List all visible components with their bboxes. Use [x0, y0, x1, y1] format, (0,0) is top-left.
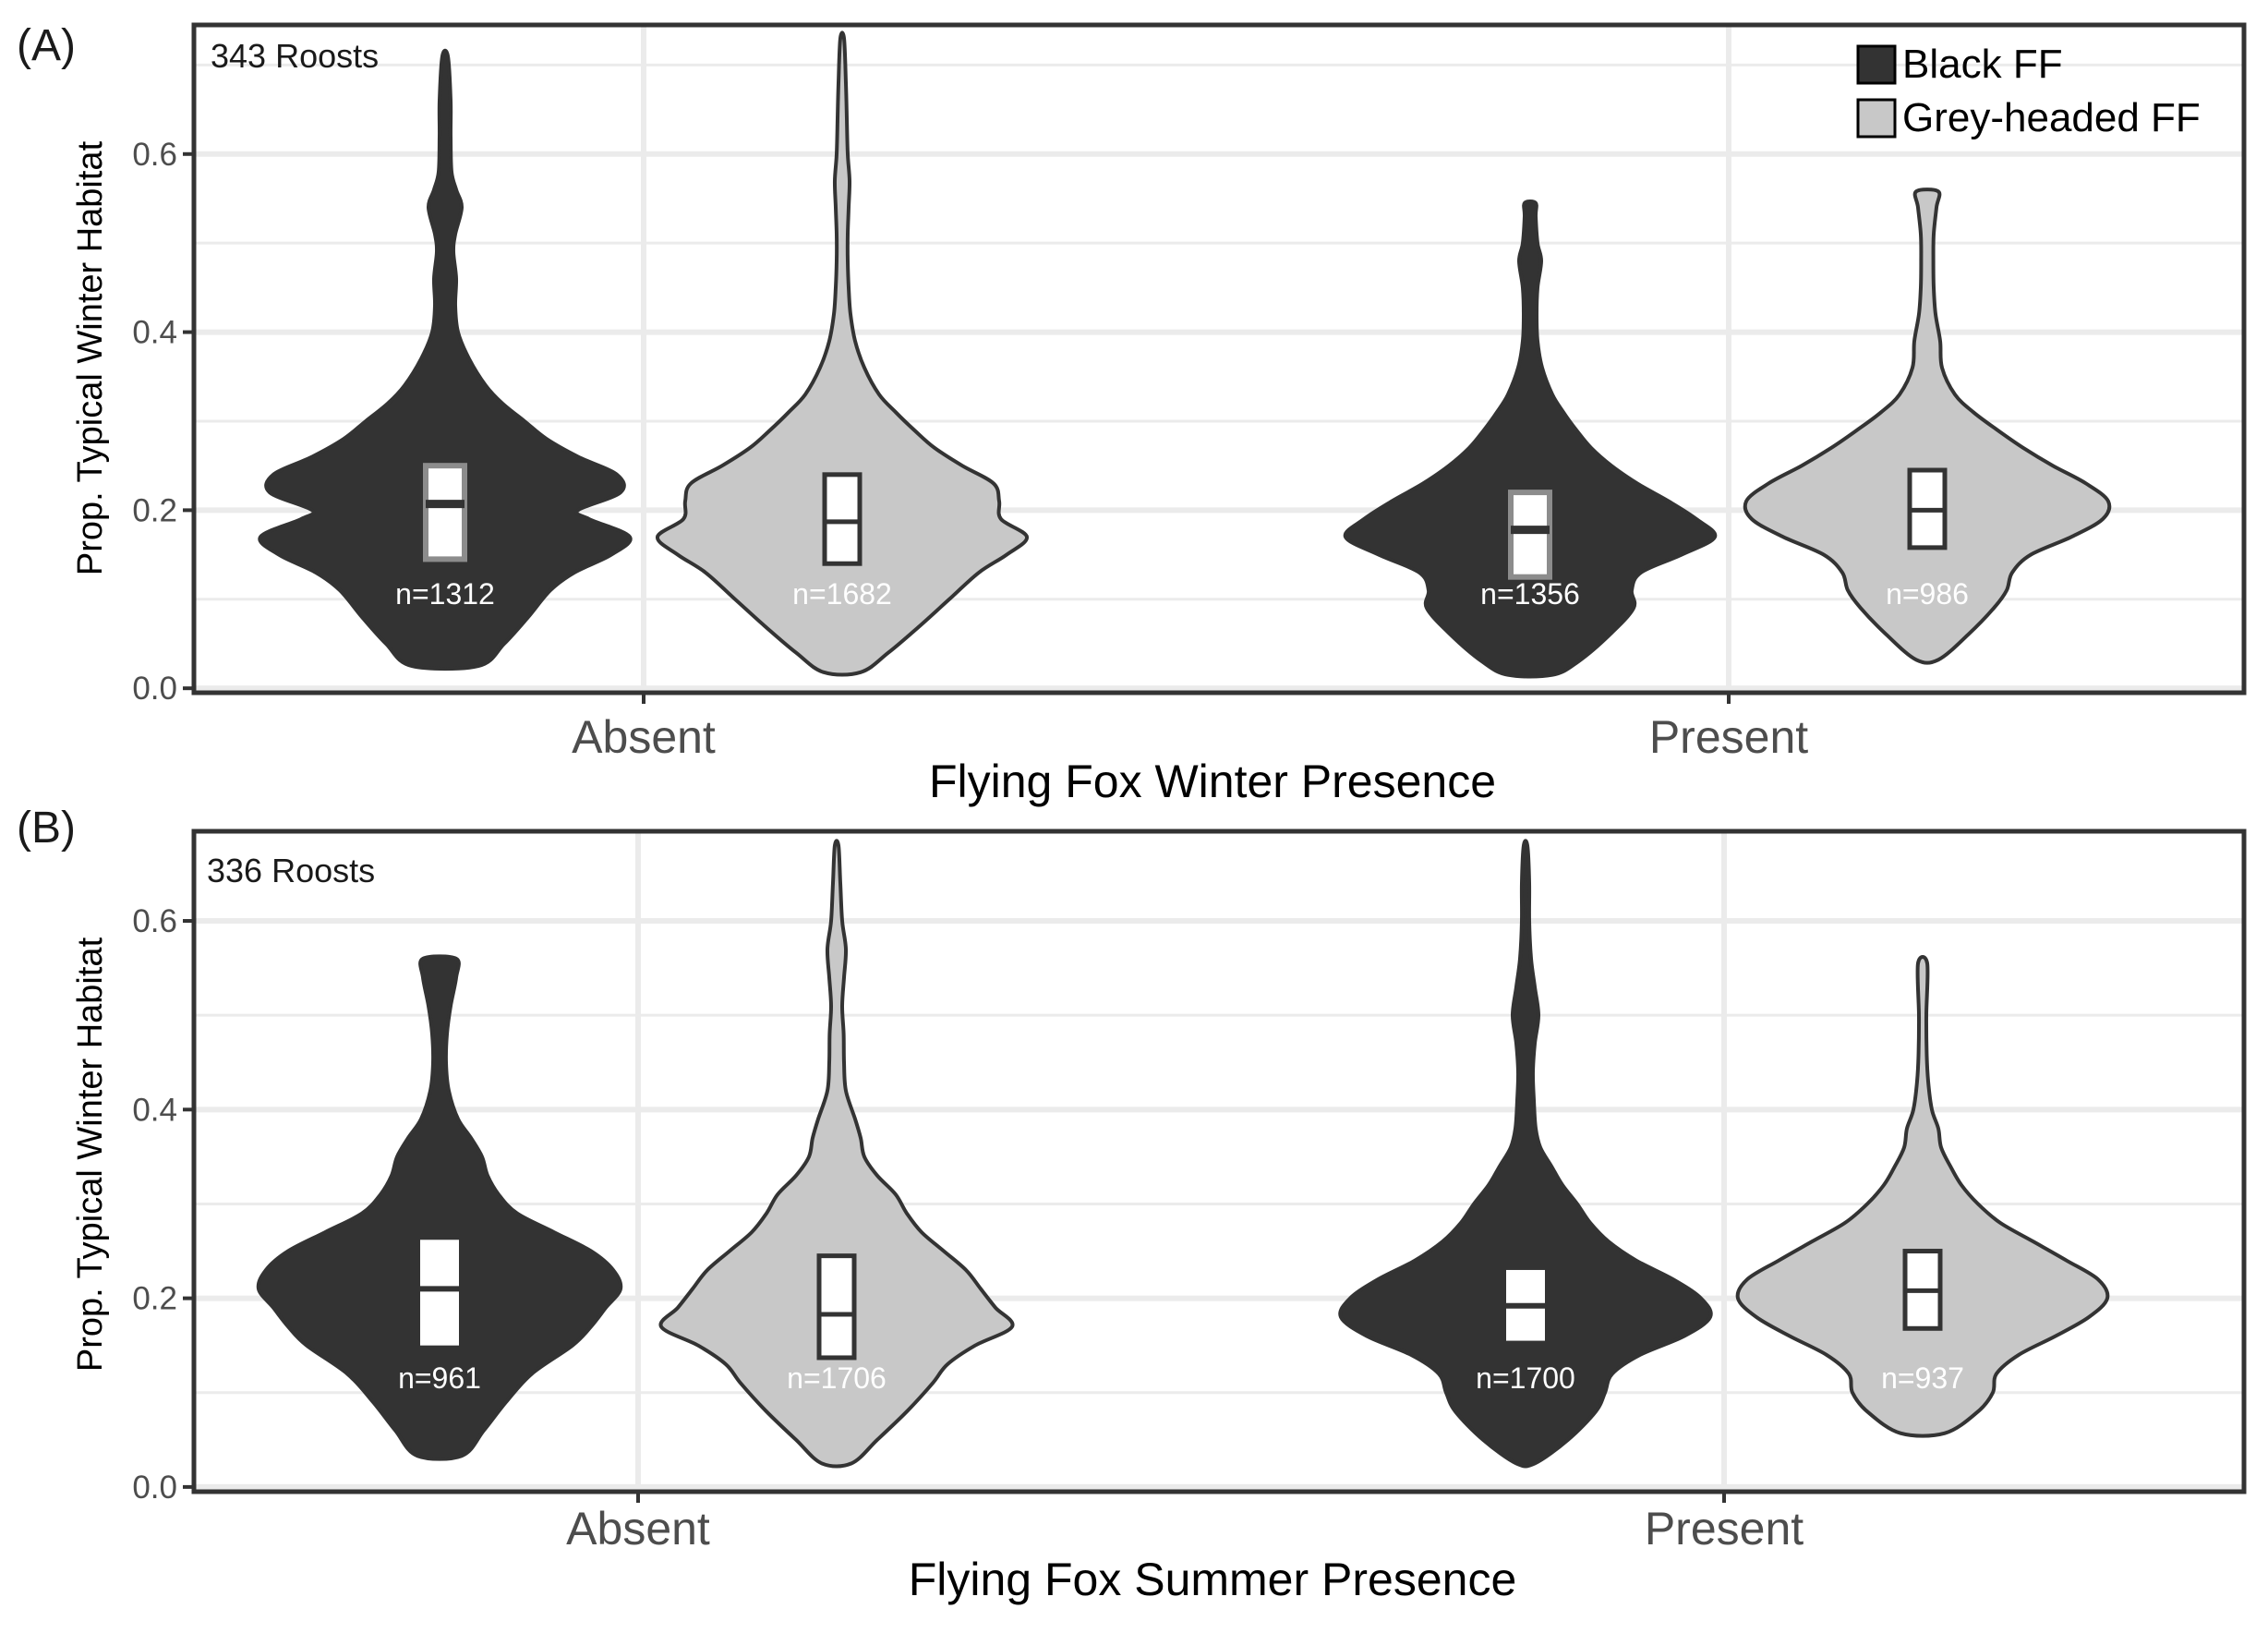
- violin-black-ff-absent: [258, 48, 633, 671]
- iqr-box: [420, 1240, 459, 1346]
- panel-a-frame: [191, 22, 2247, 696]
- sample-size-label: n=937: [1881, 1361, 1964, 1395]
- panel-a-x-axis-title: Flying Fox Winter Presence: [929, 756, 1496, 807]
- panel-label-b: (B): [17, 804, 76, 853]
- x-category-label: Absent: [566, 1503, 710, 1554]
- panel-b-y-ticks: 0.0 0.2 0.4 0.6: [132, 903, 194, 1506]
- violin-grey-headed-ff-present: [1735, 955, 2110, 1438]
- panel-a-count-labels: n=1312 n=1356 n=1682 n=986: [395, 577, 1969, 611]
- y-tick-label: 0.2: [132, 1281, 177, 1317]
- y-tick-label: 0.2: [132, 492, 177, 528]
- panel-b-count-labels: n=961 n=1700 n=1706 n=937: [398, 1361, 1964, 1395]
- violin-grey-headed-ff-absent: [656, 30, 1029, 677]
- y-tick-label: 0.0: [132, 671, 177, 707]
- panel-b: (B) n=961 n=1700 n=1706 n=937 336 Roosts 0.…: [17, 804, 2247, 1605]
- x-category-label: Absent: [572, 711, 716, 763]
- y-tick-label: 0.0: [132, 1470, 177, 1506]
- y-tick-label: 0.6: [132, 903, 177, 939]
- legend-swatch-grey-headed-ff: [1856, 98, 1897, 139]
- sample-size-label: n=1312: [395, 577, 495, 611]
- panel-b-roosts-annotation: 336 Roosts: [207, 852, 375, 889]
- iqr-box: [1508, 490, 1552, 580]
- iqr-box: [816, 1253, 857, 1361]
- sample-size-label: n=986: [1886, 577, 1969, 611]
- panel-a: (A) n=1312 n=1356 n=1682 n=986 343 Roosts 0…: [17, 21, 2247, 807]
- legend-swatch-black-ff: [1856, 44, 1897, 85]
- violin-grey-headed-ff-absent: [658, 839, 1015, 1469]
- panel-a-roosts-annotation: 343 Roosts: [211, 37, 379, 75]
- sample-size-label: n=1706: [787, 1361, 887, 1395]
- panel-label-a: (A): [17, 21, 76, 70]
- violin-black-ff-present: [1343, 200, 1718, 679]
- x-category-label: Present: [1645, 1503, 1804, 1554]
- panel-a-y-axis-title: Prop. Typical Winter Habitat: [71, 140, 110, 575]
- iqr-box: [423, 463, 467, 562]
- panel-a-x-ticks: Absent Present: [572, 693, 1808, 763]
- panel-b-x-axis-title: Flying Fox Summer Presence: [909, 1554, 1517, 1605]
- panel-b-y-axis-title: Prop. Typical Winter Habitat: [71, 937, 110, 1372]
- panel-b-x-ticks: Absent Present: [566, 1492, 1804, 1554]
- sample-size-label: n=1700: [1476, 1361, 1575, 1395]
- panel-a-violins: [258, 30, 2112, 679]
- violin-black-ff-absent: [256, 954, 623, 1461]
- sample-size-label: n=1356: [1480, 577, 1580, 611]
- panel-b-frame: [191, 829, 2247, 1494]
- legend-label-black-ff: Black FF: [1902, 42, 2063, 87]
- y-tick-label: 0.4: [132, 1092, 177, 1128]
- legend: Black FF Grey-headed FF: [1856, 42, 2201, 140]
- panel-a-y-ticks: 0.0 0.2 0.4 0.6: [132, 137, 194, 707]
- iqr-box: [822, 472, 863, 566]
- y-tick-label: 0.4: [132, 315, 177, 351]
- sample-size-label: n=961: [398, 1361, 481, 1395]
- violin-grey-headed-ff-present: [1743, 187, 2112, 665]
- x-category-label: Present: [1649, 711, 1808, 763]
- legend-label-grey-headed-ff: Grey-headed FF: [1902, 95, 2201, 140]
- violin-black-ff-present: [1338, 839, 1713, 1469]
- panel-b-violins: [256, 839, 2110, 1469]
- y-tick-label: 0.6: [132, 137, 177, 173]
- sample-size-label: n=1682: [792, 577, 892, 611]
